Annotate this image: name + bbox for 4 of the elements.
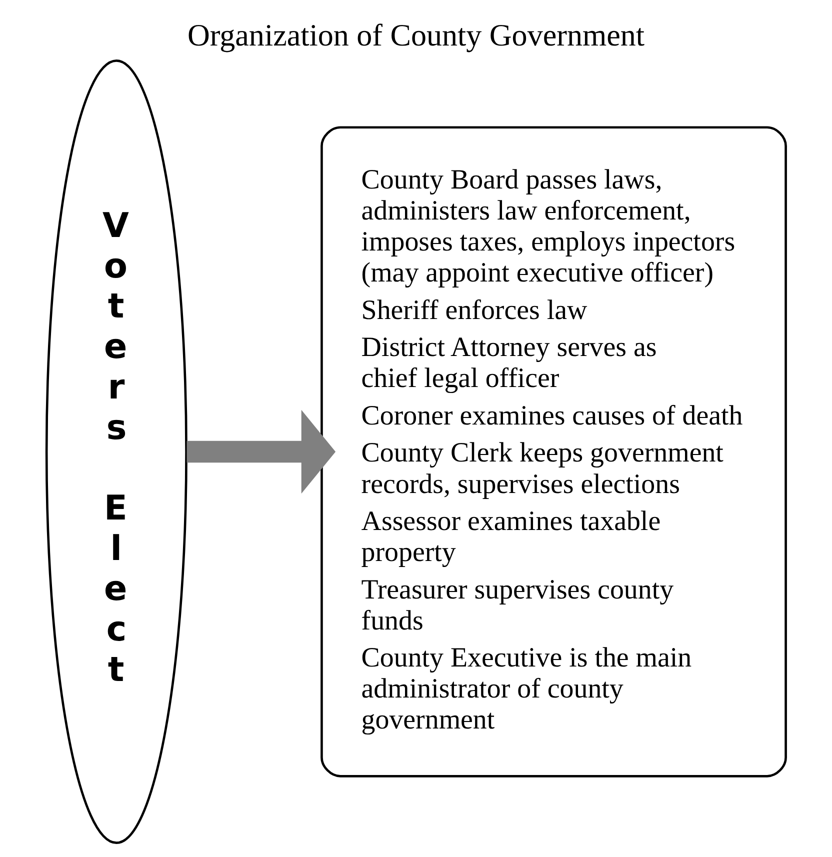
diagram-title: Organization of County Government bbox=[187, 18, 645, 53]
node-ellipse: Voters Elect bbox=[45, 60, 188, 844]
arrow bbox=[186, 410, 336, 494]
node-box: County Board passes laws, administers law enforcement, imposes taxes, employs inpectors (may appoint executive officer) Sheriff enforces law District Attorney serves as chief legal officer Coroner examines causes of death County Clerk keeps government records, supervises elections Assessor examines taxable property Treasurer supervises county funds County Executive is the main administrator of county government bbox=[320, 126, 787, 778]
